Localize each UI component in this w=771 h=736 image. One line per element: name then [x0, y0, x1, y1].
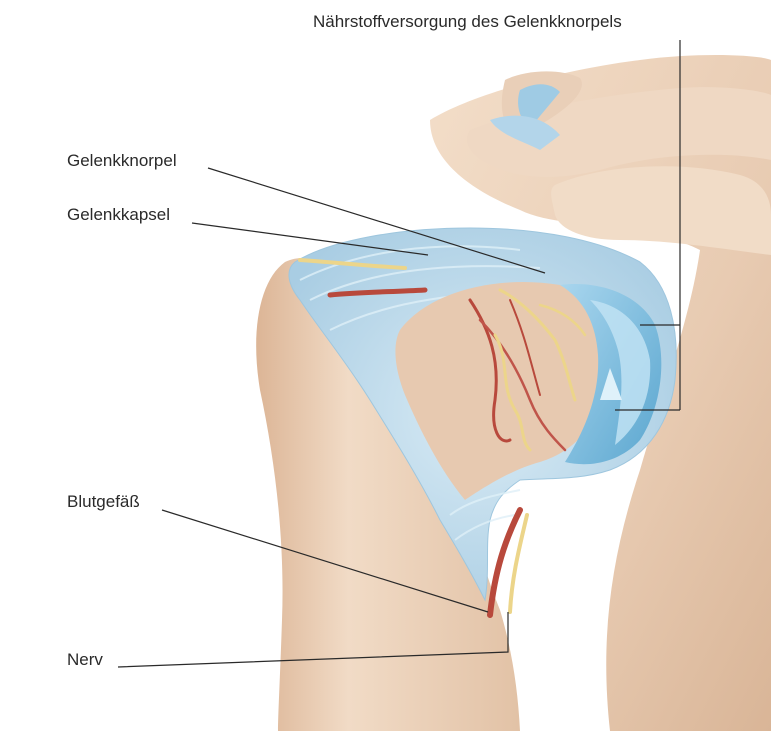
label-nerve: Nerv [67, 650, 103, 670]
label-blood-vessel: Blutgefäß [67, 492, 140, 512]
label-joint-capsule: Gelenkkapsel [67, 205, 170, 225]
label-nutrient-supply: Nährstoffversorgung des Gelenkknorpels [313, 12, 622, 32]
label-articular-cartilage: Gelenkknorpel [67, 151, 177, 171]
